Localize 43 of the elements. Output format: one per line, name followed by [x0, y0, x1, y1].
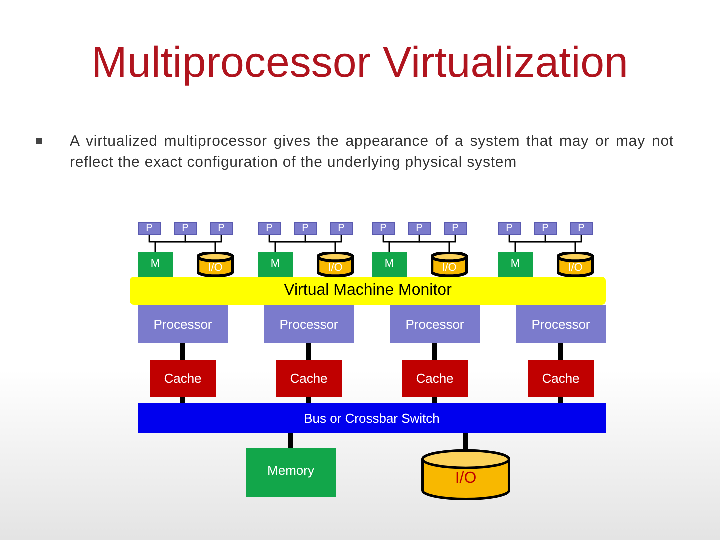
io-cylinder: I/O: [431, 252, 468, 277]
connector-line: [306, 343, 312, 360]
processor-box: P: [174, 222, 197, 235]
io-cylinder: I/O: [557, 252, 594, 277]
memory-box: M: [498, 252, 533, 277]
cache-box: Cache: [402, 360, 468, 397]
processor-box: P: [294, 222, 317, 235]
io-cylinder: I/O: [317, 252, 354, 277]
io-cylinder: I/O: [420, 449, 512, 501]
cache-box: Cache: [276, 360, 342, 397]
slide-title: Multiprocessor Virtualization: [90, 42, 630, 85]
connector-line: [432, 397, 438, 403]
processor-box: Processor: [264, 305, 354, 343]
processor-box: P: [498, 222, 521, 235]
memory-box: M: [258, 252, 293, 277]
processor-box: P: [444, 222, 467, 235]
connector-line: [306, 397, 312, 403]
processor-box: P: [210, 222, 233, 235]
io-cylinder: I/O: [197, 252, 234, 277]
cache-box: Cache: [528, 360, 594, 397]
processor-box: P: [330, 222, 353, 235]
bus-bar: Bus or Crossbar Switch: [138, 403, 606, 433]
processor-box: P: [372, 222, 395, 235]
processor-box: P: [258, 222, 281, 235]
connector-line: [180, 397, 186, 403]
memory-box: M: [138, 252, 173, 277]
memory-box: Memory: [246, 448, 336, 497]
processor-box: Processor: [138, 305, 228, 343]
cache-box: Cache: [150, 360, 216, 397]
processor-box: P: [138, 222, 161, 235]
processor-box: Processor: [516, 305, 606, 343]
connector-line: [558, 343, 564, 360]
connector-line: [432, 343, 438, 360]
processor-box: P: [534, 222, 557, 235]
processor-box: Processor: [390, 305, 480, 343]
connector-line: [288, 433, 294, 448]
processor-box: P: [408, 222, 431, 235]
monitor-bar: Virtual Machine Monitor: [130, 277, 606, 305]
connector-line: [558, 397, 564, 403]
bullet-text: A virtualized multiprocessor gives the appearance of a system that may or may not reflect the exact configuration of the underlying physical system: [70, 132, 674, 173]
memory-box: M: [372, 252, 407, 277]
connector-line: [180, 343, 186, 360]
processor-box: P: [570, 222, 593, 235]
